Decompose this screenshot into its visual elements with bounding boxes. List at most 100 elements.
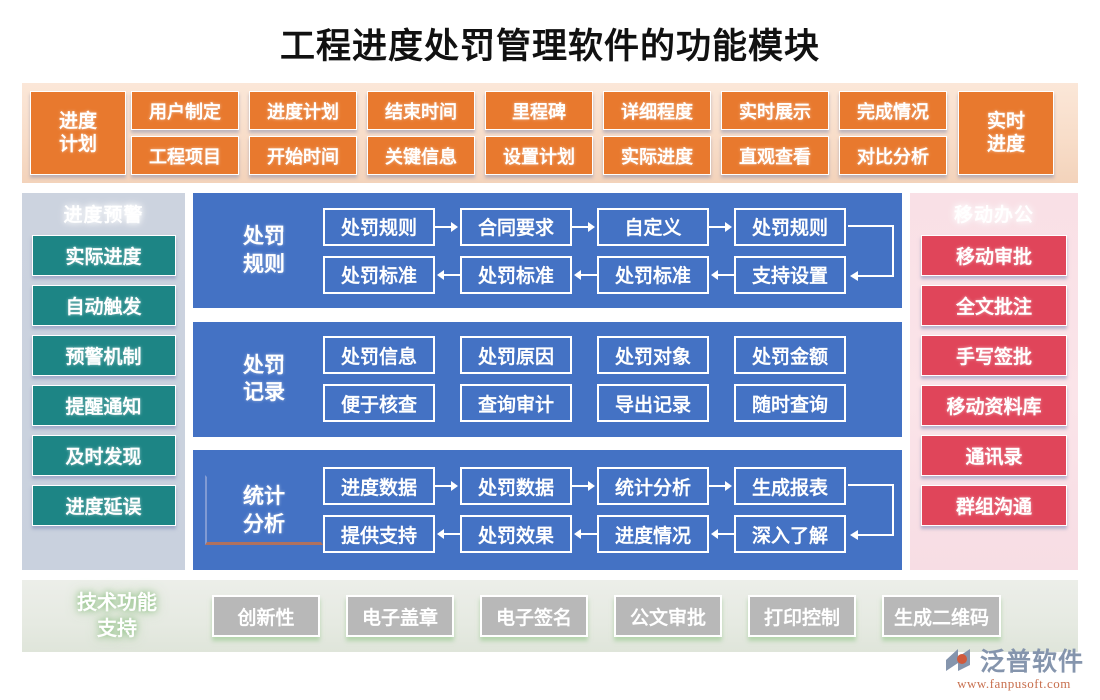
left-item-3[interactable]: 提醒通知	[31, 385, 176, 426]
penalty-records-top-1[interactable]: 处罚原因	[460, 336, 572, 374]
statistics-top-1[interactable]: 处罚数据	[460, 467, 572, 505]
right-item-2[interactable]: 手写签批	[921, 335, 1067, 376]
penalty-records-bottom-0[interactable]: 便于核查	[323, 384, 435, 422]
page-title: 工程进度处罚管理软件的功能模块	[279, 27, 820, 66]
left-column-heading: 进度预警	[63, 205, 144, 226]
right-item-1[interactable]: 全文批注	[921, 285, 1067, 326]
left-item-2[interactable]: 预警机制	[31, 335, 176, 376]
penalty-records-bottom-1[interactable]: 查询审计	[460, 384, 572, 422]
penalty-rules-grid: 处罚规则 合同要求 自定义 处罚规则 处罚标准 处罚标准 处罚标准	[323, 193, 902, 308]
top-lead-tile[interactable]: 进度 计划	[30, 91, 126, 175]
right-item-3[interactable]: 移动资料库	[921, 385, 1067, 426]
top-tile-1-bottom[interactable]: 工程项目	[131, 136, 239, 175]
penalty-records-label-line2: 记录	[243, 380, 285, 404]
penalty-records-label-line1: 处罚	[243, 352, 285, 377]
top-tile-6-bottom[interactable]: 直观查看	[721, 136, 829, 175]
left-item-5[interactable]: 进度延误	[31, 485, 176, 526]
top-tile-7-bottom[interactable]: 对比分析	[839, 136, 947, 175]
statistics-analysis-block: 统计 分析 进度数据 处罚数据 统计分析 生成报表 提供支持	[193, 450, 902, 570]
statistics-analysis-row-bottom: 提供支持 处罚效果 进度情况 深入了解	[323, 515, 846, 553]
penalty-rules-top-0[interactable]: 处罚规则	[323, 207, 435, 246]
bottom-strip-label: 技术功能 支持	[22, 590, 212, 642]
right-item-0[interactable]: 移动审批	[921, 235, 1067, 276]
statistics-top-2[interactable]: 统计分析	[597, 467, 709, 505]
top-tile-4-bottom[interactable]: 设置计划	[485, 136, 593, 175]
right-item-5[interactable]: 群组沟通	[921, 485, 1067, 526]
penalty-rules-row-bottom: 处罚标准 处罚标准 处罚标准 支持设置	[323, 255, 846, 294]
penalty-rules-top-3[interactable]: 处罚规则	[734, 207, 846, 246]
top-column-2: 进度计划 开始时间	[249, 91, 357, 175]
bottom-label-line1: 技术功能	[77, 592, 157, 614]
statistics-top-3[interactable]: 生成报表	[734, 467, 846, 505]
penalty-records-top-0[interactable]: 处罚信息	[323, 336, 435, 374]
top-column-5: 详细程度 实际进度	[603, 91, 711, 175]
bottom-label-line2: 支持	[97, 618, 137, 640]
penalty-records-bottom-3[interactable]: 随时查询	[734, 384, 846, 422]
logo-name: 泛普软件	[979, 649, 1084, 676]
statistics-analysis-label[interactable]: 统计 分析	[205, 475, 323, 545]
penalty-rules-label: 处罚 规则	[205, 223, 323, 278]
bottom-item-3[interactable]: 公文审批	[614, 595, 722, 637]
statistics-analysis-grid: 进度数据 处罚数据 统计分析 生成报表 提供支持 处罚效果 进度情况	[323, 450, 902, 570]
mobile-office-column: 移动办公 移动审批 全文批注 手写签批 移动资料库 通讯录 群组沟通	[910, 193, 1078, 570]
right-item-4[interactable]: 通讯录	[921, 435, 1067, 476]
bottom-item-4[interactable]: 打印控制	[748, 595, 856, 637]
schedule-plan-strip: 进度 计划 用户制定 工程项目 进度计划 开始时间 结束时间 关键信息 里程碑 …	[22, 83, 1078, 183]
bottom-item-1[interactable]: 电子盖章	[346, 595, 454, 637]
left-item-1[interactable]: 自动触发	[31, 285, 176, 326]
top-tile-6-top[interactable]: 实时展示	[721, 91, 829, 130]
bottom-item-5[interactable]: 生成二维码	[882, 595, 1002, 637]
penalty-rules-bottom-1[interactable]: 处罚标准	[460, 255, 572, 294]
penalty-records-bottom-2[interactable]: 导出记录	[597, 384, 709, 422]
arrow-left-icon	[435, 256, 460, 294]
statistics-analysis-label-line2: 分析	[243, 511, 285, 536]
arrow-left-icon	[709, 256, 734, 294]
top-trail-line2: 进度	[986, 134, 1025, 155]
top-trail-line1: 实时	[986, 110, 1025, 132]
top-tile-2-top[interactable]: 进度计划	[249, 91, 357, 130]
top-tile-2-bottom[interactable]: 开始时间	[249, 136, 357, 175]
statistics-top-0[interactable]: 进度数据	[323, 467, 435, 505]
top-tile-1-top[interactable]: 用户制定	[131, 91, 239, 130]
penalty-records-top-2[interactable]: 处罚对象	[597, 336, 709, 374]
penalty-rules-bottom-2[interactable]: 处罚标准	[597, 255, 709, 294]
top-tile-5-bottom[interactable]: 实际进度	[603, 136, 711, 175]
top-column-4: 里程碑 设置计划	[485, 91, 593, 175]
penalty-rules-label-line1: 处罚	[243, 224, 285, 249]
arrow-right-icon	[572, 467, 597, 505]
statistics-bottom-0[interactable]: 提供支持	[323, 515, 435, 553]
arrow-left-icon	[709, 515, 734, 553]
penalty-rules-top-1[interactable]: 合同要求	[460, 207, 572, 246]
top-tile-3-bottom[interactable]: 关键信息	[367, 136, 475, 175]
top-tile-4-top[interactable]: 里程碑	[485, 91, 593, 130]
penalty-rules-bottom-3[interactable]: 支持设置	[734, 255, 846, 294]
penalty-rules-row-top: 处罚规则 合同要求 自定义 处罚规则	[323, 207, 846, 246]
statistics-analysis-label-line1: 统计	[243, 484, 285, 509]
top-lead-line1: 进度	[58, 110, 97, 132]
penalty-rules-block: 处罚 规则 处罚规则 合同要求 自定义 处罚规则 处罚标准	[193, 193, 902, 308]
brand-logo: 泛普软件 www.fanpusoft.com	[944, 642, 1084, 692]
statistics-bottom-1[interactable]: 处罚效果	[460, 515, 572, 553]
penalty-records-top-3[interactable]: 处罚金额	[734, 336, 846, 374]
left-item-0[interactable]: 实际进度	[31, 235, 176, 276]
left-item-4[interactable]: 及时发现	[31, 435, 176, 476]
top-tile-5-top[interactable]: 详细程度	[603, 91, 711, 130]
middle-row: 进度预警 实际进度 自动触发 预警机制 提醒通知 及时发现 进度延误 处罚 规则…	[22, 193, 1078, 570]
top-trail-tile[interactable]: 实时 进度	[958, 91, 1054, 175]
bottom-item-2[interactable]: 电子签名	[480, 595, 588, 637]
penalty-records-row-bottom: 便于核查 查询审计 导出记录 随时查询	[323, 384, 846, 422]
statistics-bottom-2[interactable]: 进度情况	[597, 515, 709, 553]
penalty-rules-label-line2: 规则	[243, 251, 285, 276]
statistics-bottom-3[interactable]: 深入了解	[734, 515, 846, 553]
penalty-rules-top-2[interactable]: 自定义	[597, 207, 709, 246]
arrow-right-icon	[435, 208, 460, 246]
penalty-rules-bottom-0[interactable]: 处罚标准	[323, 255, 435, 294]
bottom-item-0[interactable]: 创新性	[212, 595, 320, 637]
fanpu-logo-icon	[944, 647, 974, 673]
arrow-left-icon	[435, 515, 460, 553]
technical-support-strip: 技术功能 支持 创新性 电子盖章 电子签名 公文审批 打印控制 生成二维码	[22, 580, 1078, 652]
top-tile-3-top[interactable]: 结束时间	[367, 91, 475, 130]
arrow-right-icon	[709, 467, 734, 505]
top-tile-7-top[interactable]: 完成情况	[839, 91, 947, 130]
penalty-records-label: 处罚 记录	[205, 352, 323, 407]
